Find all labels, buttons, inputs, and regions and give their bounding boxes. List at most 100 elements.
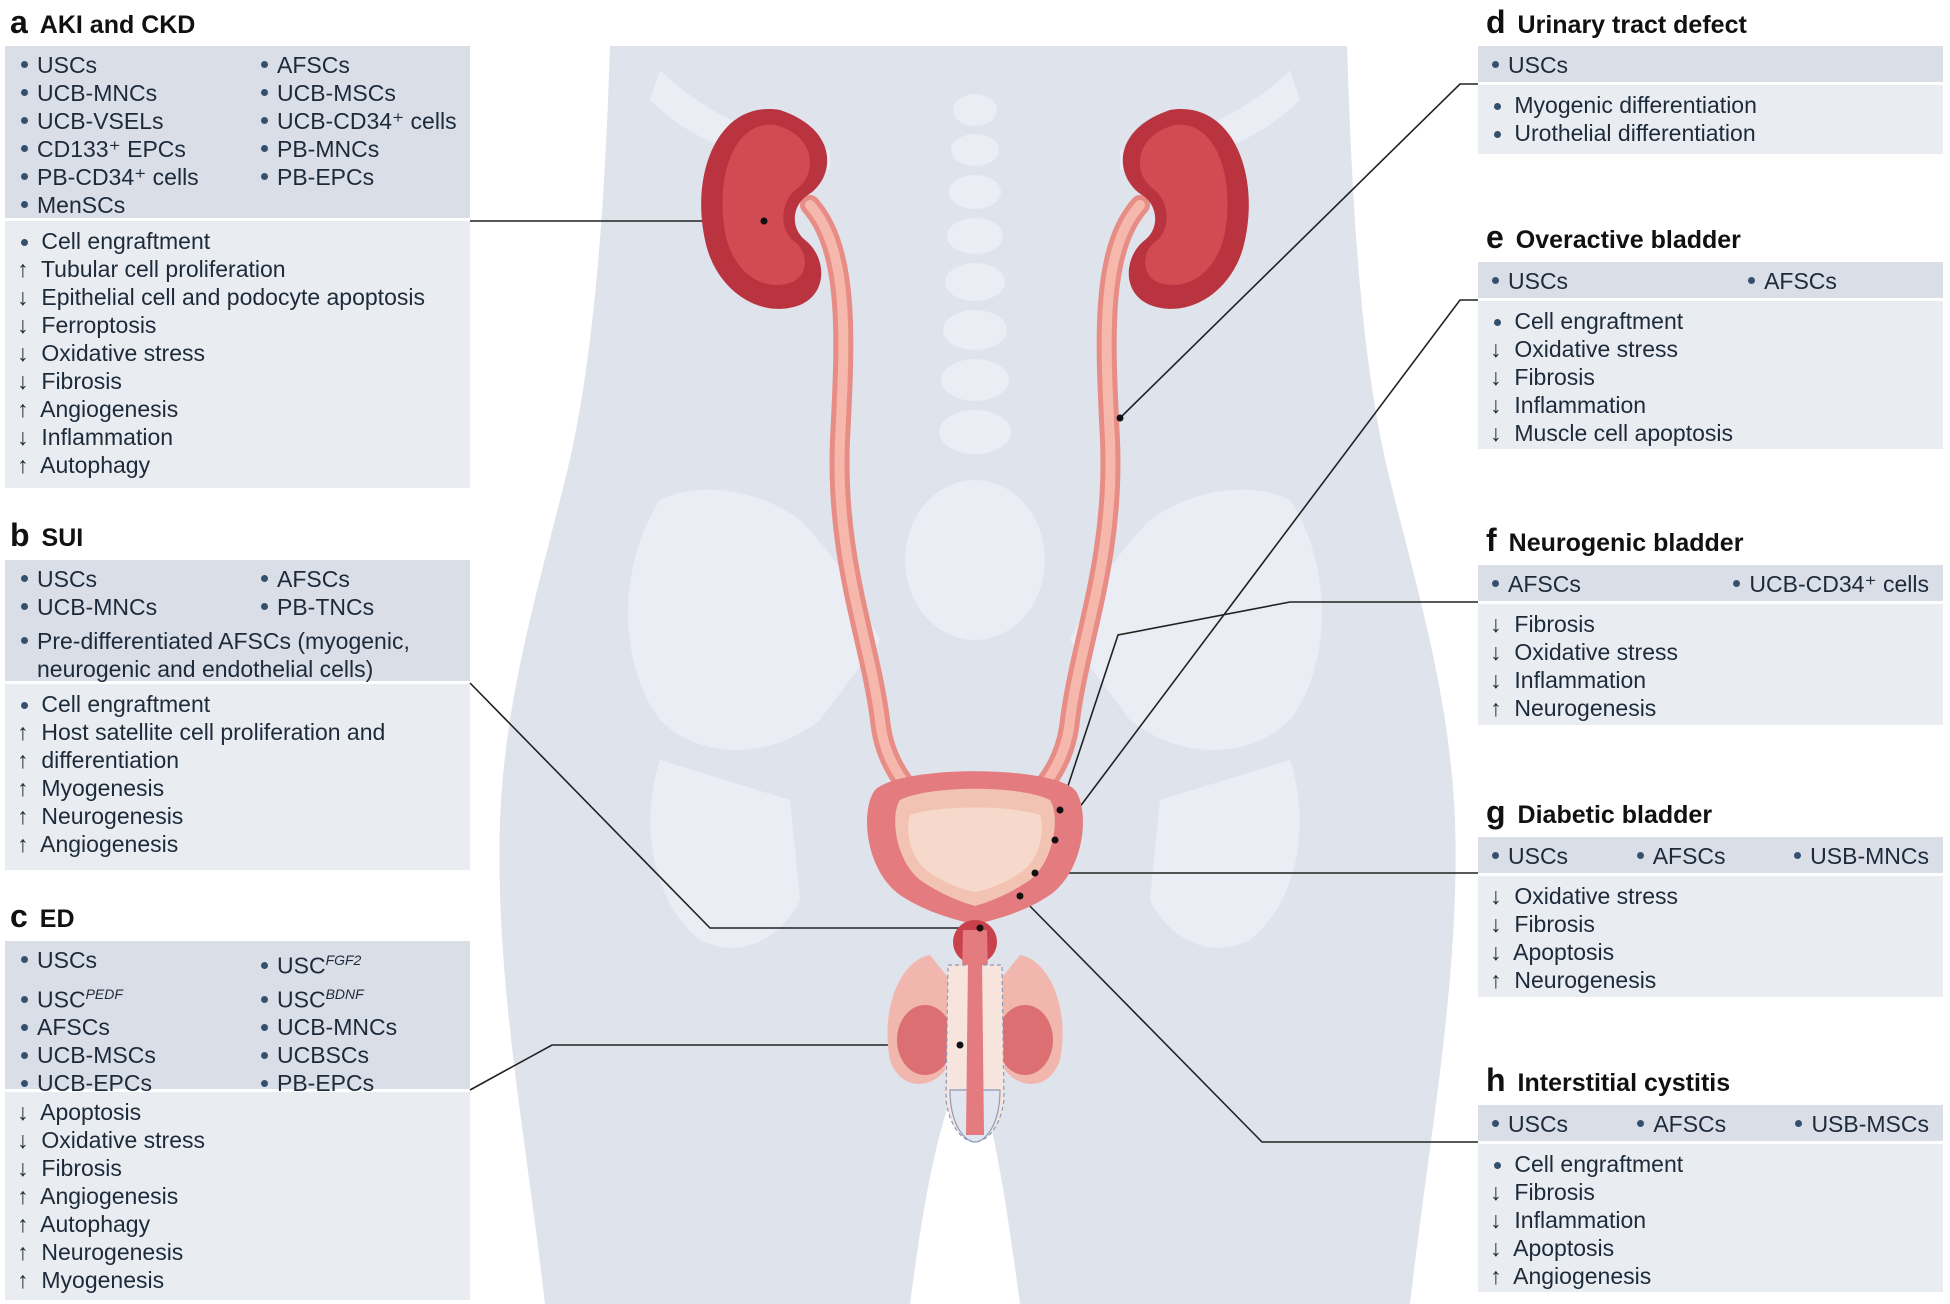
effect-item: ↑ Neurogenesis	[1490, 967, 1657, 993]
up-arrow-icon: ↑	[17, 775, 29, 801]
effect-item: ↓ Apoptosis	[17, 1099, 142, 1125]
panel-letter: b	[10, 517, 30, 553]
panel-letter: h	[1486, 1062, 1506, 1098]
down-arrow-icon: ↓	[17, 284, 29, 310]
cell-type-item: AFSCs	[1748, 267, 1837, 295]
panel-b-wide-item: Pre-differentiated AFSCs (myogenic, neur…	[5, 627, 470, 683]
effect-item: ↓ Fibrosis	[1490, 611, 1595, 637]
down-arrow-icon: ↓	[17, 368, 29, 394]
cell-type-item: USCBDNF	[261, 980, 470, 1014]
effect-item: ↑ Autophagy	[17, 1211, 151, 1237]
panel-f-effects: ↓ Fibrosis↓ Oxidative stress↓ Inflammati…	[1478, 604, 1943, 725]
cell-type-item: AFSCs	[1637, 1110, 1726, 1138]
effect-item: ↓ Epithelial cell and podocyte apoptosis	[17, 284, 425, 310]
effect-item: Myogenic differentiation	[1490, 91, 1933, 119]
cell-type-item: PB-MNCs	[261, 135, 470, 163]
panel-d-cell-types: USCs	[1478, 46, 1943, 82]
cell-type-item: UCB-MNCs	[21, 593, 261, 621]
cell-type-item: AFSCs	[1492, 570, 1581, 598]
effect-item: ↓ Muscle cell apoptosis	[1490, 420, 1733, 446]
effect-item: Urothelial differentiation	[1490, 119, 1933, 147]
panel-b-effects: Cell engraftment↑ Host satellite cell pr…	[5, 684, 470, 870]
up-arrow-icon: ↑	[17, 1211, 29, 1237]
cell-type-item: PB-CD34⁺ cells	[21, 163, 261, 191]
effect-item: ↑ Myogenesis	[17, 1267, 165, 1293]
cell-type-item: UCB-CD34⁺ cells	[1733, 570, 1929, 598]
effect-item: Cell engraftment	[17, 227, 460, 255]
effect-item: ↓ Oxidative stress	[1490, 639, 1678, 665]
up-arrow-icon: ↑	[1490, 695, 1502, 721]
cell-type-item: AFSCs	[261, 51, 470, 79]
up-arrow-icon: ↑	[1490, 1263, 1502, 1289]
panel-title: AKI and CKD	[39, 11, 196, 39]
cell-type-item: Pre-differentiated AFSCs (myogenic,	[21, 627, 470, 655]
down-arrow-icon: ↓	[1490, 611, 1502, 637]
cell-type-item: UCB-MSCs	[261, 79, 470, 107]
effect-item: ↓ Oxidative stress	[17, 1127, 205, 1153]
effect-item: ↑ Host satellite cell proliferation and	[17, 719, 386, 745]
panel-a-effects: Cell engraftment↑ Tubular cell prolifera…	[5, 221, 470, 488]
bullet-icon	[17, 227, 35, 255]
cell-type-item: UCB-MNCs	[261, 1013, 470, 1041]
cell-type-item: PB-EPCs	[261, 163, 470, 191]
connector-dots	[760, 217, 1124, 1049]
up-arrow-icon: ↑	[17, 452, 29, 478]
effect-item: ↑ Tubular cell proliferation	[17, 256, 286, 282]
effect-item: ↓ Inflammation	[1490, 1207, 1647, 1233]
panel-letter: d	[1486, 4, 1506, 40]
body-silhouette	[499, 46, 1456, 1304]
effect-item: ↑ Neurogenesis	[17, 1239, 184, 1265]
effect-item: ↑ differentiation	[17, 747, 180, 773]
effect-item: ↑ Myogenesis	[17, 775, 165, 801]
cell-type-item: USB-MSCs	[1795, 1110, 1929, 1138]
panel-letter: c	[10, 898, 28, 934]
cell-type-item: USCs	[21, 565, 261, 593]
up-arrow-icon: ↑	[17, 1183, 29, 1209]
panel-h-effects: Cell engraftment↓ Fibrosis↓ Inflammation…	[1478, 1144, 1943, 1292]
effect-item: ↓ Apoptosis	[1490, 1235, 1615, 1261]
cell-type-item: UCB-EPCs	[21, 1069, 261, 1097]
cell-type-item: AFSCs	[1636, 842, 1726, 870]
effect-item: ↓ Inflammation	[1490, 392, 1647, 418]
up-arrow-icon: ↑	[17, 719, 29, 745]
panel-title: Overactive bladder	[1515, 226, 1741, 254]
effect-item: ↓ Inflammation	[17, 424, 174, 450]
effect-item: ↓ Fibrosis	[17, 1155, 122, 1181]
panel-letter: f	[1486, 522, 1497, 558]
panel-d-effects: Myogenic differentiation Urothelial diff…	[1478, 85, 1943, 154]
down-arrow-icon: ↓	[17, 1099, 29, 1125]
down-arrow-icon: ↓	[1490, 364, 1502, 390]
panel-letter: g	[1486, 794, 1506, 830]
down-arrow-icon: ↓	[1490, 639, 1502, 665]
up-arrow-icon: ↑	[17, 1239, 29, 1265]
down-arrow-icon: ↓	[17, 1127, 29, 1153]
cell-type-item: USCFGF2	[261, 946, 470, 980]
effect-item: ↓ Apoptosis	[1490, 939, 1615, 965]
panel-f-cell-types: AFSCs UCB-CD34⁺ cells	[1478, 565, 1943, 601]
cell-type-item: UCB-VSELs	[21, 107, 261, 135]
down-arrow-icon: ↓	[1490, 1207, 1502, 1233]
effect-item: Cell engraftment	[1490, 1150, 1933, 1178]
panel-c-effects: ↓ Apoptosis↓ Oxidative stress↓ Fibrosis↑…	[5, 1092, 470, 1300]
effect-item: ↓ Fibrosis	[1490, 911, 1595, 937]
up-arrow-icon: ↑	[17, 256, 29, 282]
down-arrow-icon: ↓	[17, 424, 29, 450]
up-arrow-icon: ↑	[17, 1267, 29, 1293]
cell-type-item: USCs	[1492, 267, 1568, 295]
cell-type-item: USCs	[1492, 842, 1568, 870]
effect-item: ↓ Ferroptosis	[17, 312, 157, 338]
bullet-icon	[1490, 307, 1508, 335]
effect-item: ↓ Oxidative stress	[17, 340, 205, 366]
effect-item: ↑ Neurogenesis	[17, 803, 184, 829]
panel-letter: a	[10, 4, 28, 40]
down-arrow-icon: ↓	[1490, 667, 1502, 693]
down-arrow-icon: ↓	[1490, 1179, 1502, 1205]
cell-type-item: USCs	[1492, 51, 1568, 79]
panel-e-cell-types: USCs AFSCs	[1478, 262, 1943, 298]
